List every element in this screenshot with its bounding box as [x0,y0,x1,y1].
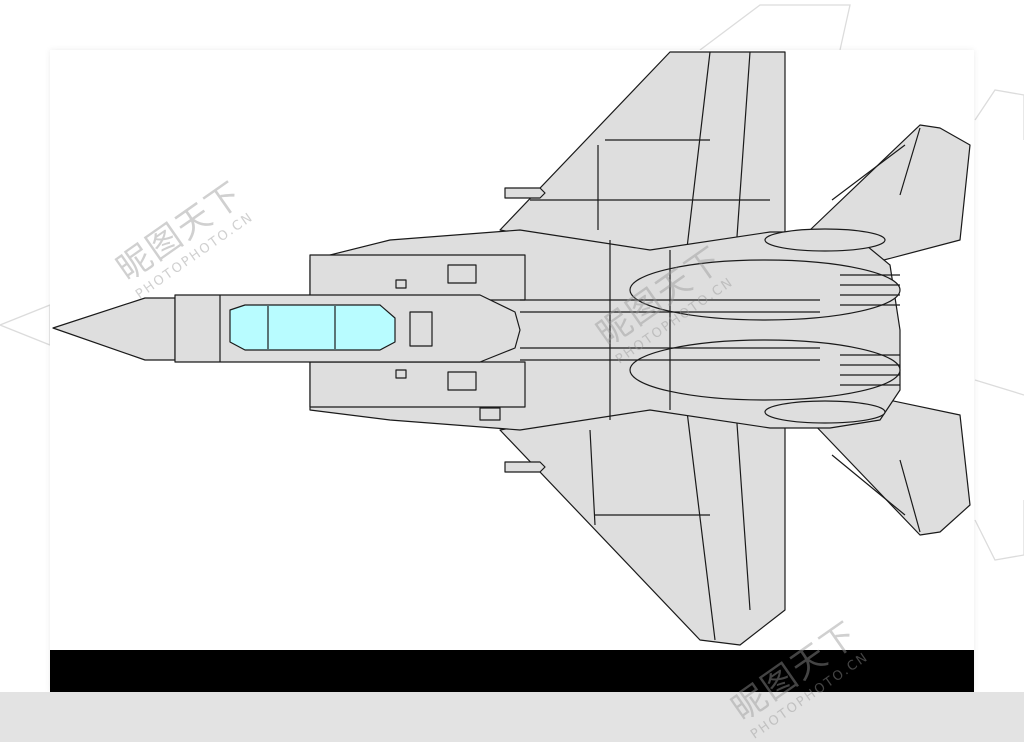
wing-upper-panels [530,51,770,266]
bottom-bar [50,650,974,692]
engine-upper [629,259,901,321]
spine-lines [520,240,820,420]
bg-tail-upper [974,89,1024,140]
floor-band [0,692,1024,742]
bg-nose [0,304,51,346]
stab-lower-lines [831,454,921,533]
engine-upper-pod [764,228,886,252]
missile-upper [504,187,546,199]
bg-tail-lower [974,500,1024,561]
exhaust-vanes [840,274,900,386]
vent-upper [447,264,477,284]
port-lower [395,369,407,379]
stab-upper-lines [831,127,921,201]
intake-upper [309,254,526,301]
wing-lower [499,394,786,646]
bg-wing-upper [699,4,851,51]
gear-marker [479,407,501,421]
port-upper [395,279,407,289]
canopy [229,304,396,351]
wing-lower-panels [589,394,751,641]
cockpit-rear [409,311,433,347]
engine-lower-pod [764,400,886,424]
nose-cone [52,297,176,361]
jet-drawing [52,51,971,646]
intake-lower [309,361,526,408]
engine-lower [629,339,901,401]
drawing-card: 昵图天下 PHOTOPHOTO.CN 昵图天下 PHOTOPHOTO.CN [50,50,974,692]
vent-lower [447,371,477,391]
bg-fin [974,379,1024,396]
missile-lower [504,461,546,473]
